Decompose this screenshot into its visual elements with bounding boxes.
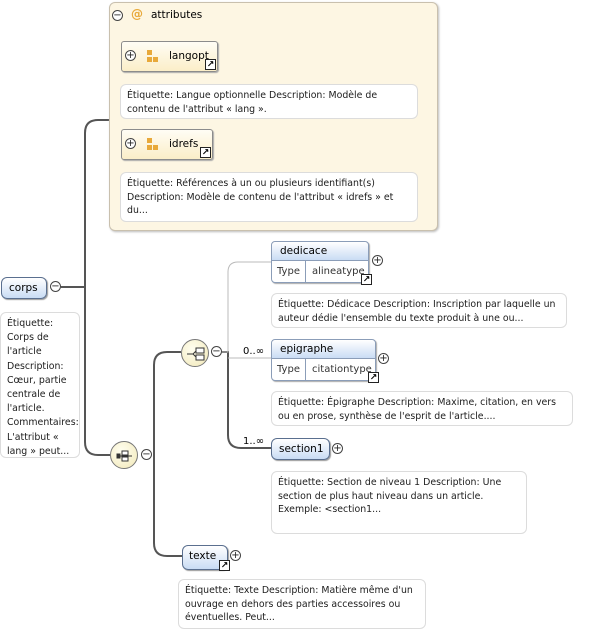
link-arrow-icon[interactable]: ↗ — [361, 274, 372, 285]
element-header — [272, 242, 368, 261]
element-header — [272, 340, 375, 359]
attribute-group-langopt[interactable]: + langopt ↗ — [121, 41, 218, 72]
attribute-group-idrefs[interactable]: + idrefs ↗ — [121, 129, 213, 160]
element-label: section1 — [279, 443, 324, 455]
element-texte[interactable]: texte ↗ — [182, 545, 230, 571]
sequence-compositor-icon[interactable] — [110, 441, 138, 469]
type-divider — [305, 261, 306, 283]
collapse-icon[interactable]: − — [112, 10, 123, 21]
element-label: epigraphe — [280, 343, 334, 355]
root-element-corps[interactable]: corps — [1, 277, 47, 299]
link-arrow-icon[interactable]: ↗ — [200, 147, 211, 158]
attributes-group-title: attributes — [151, 9, 203, 21]
element-label: dedicace — [280, 245, 328, 257]
type-value: alineatype — [312, 266, 365, 277]
element-label: texte — [189, 550, 217, 562]
link-arrow-icon[interactable]: ↗ — [205, 59, 216, 70]
expand-icon[interactable]: + — [378, 353, 389, 364]
annotation-section1: Étiquette: Section de niveau 1 Descripti… — [271, 471, 527, 534]
choice-glyph — [187, 347, 205, 361]
attribute-at-icon: @ — [131, 7, 143, 21]
expand-icon[interactable]: + — [125, 138, 136, 149]
cardinality-section1: 1..∞ — [243, 436, 265, 447]
type-label: Type — [277, 266, 300, 277]
type-divider — [305, 359, 306, 381]
collapse-icon[interactable]: − — [141, 449, 152, 460]
expand-icon[interactable]: + — [125, 50, 136, 61]
type-label: Type — [277, 364, 300, 375]
expand-icon[interactable]: + — [332, 443, 343, 454]
attribute-group-icon — [147, 50, 161, 64]
expand-icon[interactable]: + — [230, 550, 241, 561]
attribute-group-label: langopt — [169, 50, 209, 62]
sequence-glyph — [116, 450, 132, 462]
attribute-group-label: idrefs — [169, 138, 199, 150]
cardinality-choice: 0..∞ — [243, 346, 265, 357]
annotation-epigraphe: Étiquette: Épigraphe Description: Maxime… — [271, 391, 573, 426]
collapse-icon[interactable]: − — [50, 281, 61, 292]
attribute-group-icon — [147, 138, 161, 152]
element-epigraphe[interactable]: epigraphe Type citationtype ↗ — [271, 339, 379, 383]
annotation-texte: Étiquette: Texte Description: Matière mê… — [178, 579, 426, 629]
annotation-idrefs: Étiquette: Références à un ou plusieurs … — [120, 172, 418, 222]
type-value: citationtype — [312, 364, 372, 375]
element-dedicace[interactable]: dedicace Type alineatype ↗ — [271, 241, 372, 285]
annotation-dedicace: Étiquette: Dédicace Description: Inscrip… — [271, 293, 567, 328]
choice-compositor-icon[interactable] — [181, 339, 209, 367]
expand-icon[interactable]: + — [372, 255, 383, 266]
element-label: corps — [9, 282, 38, 294]
annotation-corps: Étiquette: Corps de l'article Descriptio… — [0, 312, 80, 458]
link-arrow-icon[interactable]: ↗ — [368, 372, 379, 383]
collapse-icon[interactable]: − — [211, 346, 222, 357]
link-arrow-icon[interactable]: ↗ — [219, 560, 230, 571]
annotation-langopt: Étiquette: Langue optionnelle Descriptio… — [120, 84, 418, 119]
element-section1[interactable]: section1 — [271, 438, 330, 460]
